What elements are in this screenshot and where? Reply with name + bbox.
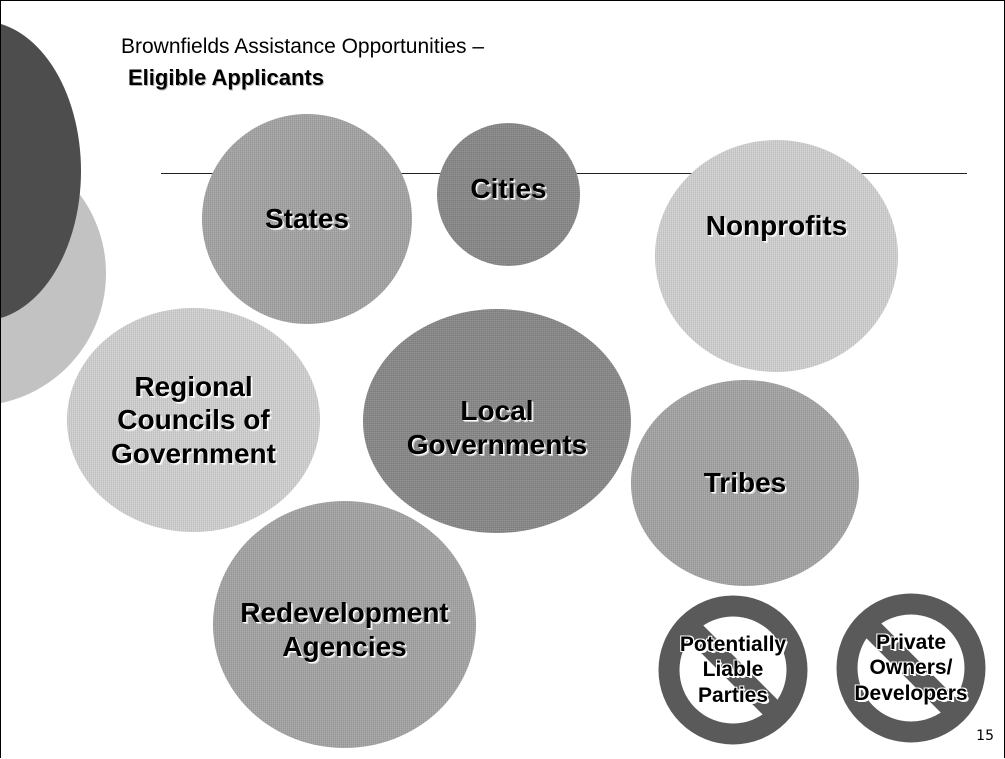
bubble-regional-councils: Regional Councils of Government [67, 308, 320, 532]
prohibited-icon [836, 593, 986, 743]
regional-label-line1: Regional [134, 370, 253, 402]
po-label-line1: Private [875, 631, 947, 655]
excluded-potentially-liable-parties: Potentially Liable Parties [658, 595, 808, 745]
excluded-private-owners-developers: Private Owners/ Developers [836, 593, 986, 743]
local-label-line1: Local [460, 395, 534, 426]
prohibited-icon [658, 595, 808, 745]
regional-label-line2: Councils of [117, 404, 270, 436]
po-label-line2: Owners/ [869, 656, 953, 680]
pl-label-line1: Potentially [679, 633, 787, 657]
bubble-local-governments: Local Governments [363, 309, 631, 533]
pl-label-line3: Parties [697, 683, 769, 707]
bubble-cities-label: Cities [470, 173, 547, 204]
pl-label-line2: Liable [702, 658, 764, 682]
regional-label-line3: Government [111, 437, 276, 469]
redevelopment-label-line1: Redevelopment [240, 597, 449, 628]
redevelopment-label-line2: Agencies [282, 630, 407, 662]
slide-title: Brownfields Assistance Opportunities – [121, 35, 485, 58]
bubble-tribes-label: Tribes [703, 467, 787, 498]
bubble-nonprofits-label: Nonprofits [705, 210, 848, 241]
bubble-states: States [202, 114, 412, 324]
page-number: 15 [976, 728, 994, 744]
bubble-states-label: States [264, 203, 350, 234]
po-label-line3: Developers [854, 681, 968, 705]
bubble-tribes: Tribes [631, 380, 859, 586]
bubble-cities: Cities [437, 123, 580, 266]
slide-subtitle: Eligible Applicants [128, 65, 324, 90]
bubble-nonprofits: Nonprofits [655, 140, 898, 372]
bubble-redevelopment-agencies: Redevelopment Agencies [213, 501, 476, 748]
local-label-line2: Governments [406, 428, 588, 460]
